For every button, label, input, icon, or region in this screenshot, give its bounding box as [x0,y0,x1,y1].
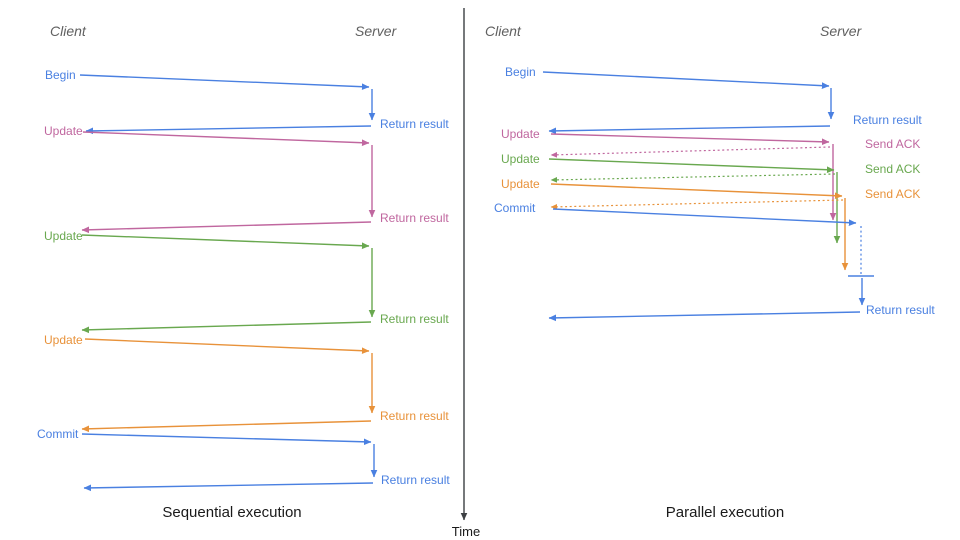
response-label: Return result [380,409,449,423]
ack-response-arrow [550,199,844,210]
ack-response-arrow [550,146,831,158]
update-request-arrow [84,338,370,355]
update-request-arrow [548,158,835,174]
begin-request-arrow [542,71,830,90]
message-label-update: Update [501,177,540,191]
message-label-update: Update [501,127,540,141]
time-axis: Time [452,8,480,539]
server-heading: Server [355,23,398,39]
server-heading: Server [820,23,863,39]
message-label-begin: Begin [45,68,76,82]
begin-request-arrow [79,74,370,91]
sequential-panel: Client Server Begin Return result Update… [37,23,450,521]
message-label-update: Update [44,333,83,347]
update-response-arrow [81,221,372,234]
commit-request-arrow [552,208,857,227]
ack-label: Send ACK [865,162,920,176]
message-label-update: Update [44,229,83,243]
response-label: Return result [853,113,922,127]
message-label-update: Update [501,152,540,166]
message-label-commit: Commit [37,427,79,441]
update-request-arrow [550,183,843,200]
message-label-update: Update [44,124,83,138]
panel-title: Parallel execution [666,504,784,521]
client-heading: Client [485,23,522,39]
commit-response-arrow [548,311,861,322]
update-request-arrow [550,133,830,146]
update-request-arrow [82,131,370,147]
response-label: Return result [380,312,449,326]
update-response-arrow [81,420,372,433]
ack-label: Send ACK [865,187,920,201]
message-label-begin: Begin [505,65,536,79]
update-request-arrow [81,234,370,250]
client-heading: Client [50,23,87,39]
response-label: Return result [381,473,450,487]
panel-title: Sequential execution [162,504,301,521]
begin-response-arrow [548,125,831,135]
ack-response-arrow [550,173,836,183]
commit-request-arrow [81,433,372,446]
commit-response-arrow [83,482,374,492]
response-label: Return result [380,117,449,131]
begin-response-arrow [85,125,372,135]
time-axis-label: Time [452,524,480,539]
response-label: Return result [380,211,449,225]
ack-label: Send ACK [865,137,920,151]
parallel-panel: Client Server Begin Return result Update… [485,23,935,521]
message-label-commit: Commit [494,201,536,215]
response-label: Return result [866,303,935,317]
update-response-arrow [81,321,372,334]
